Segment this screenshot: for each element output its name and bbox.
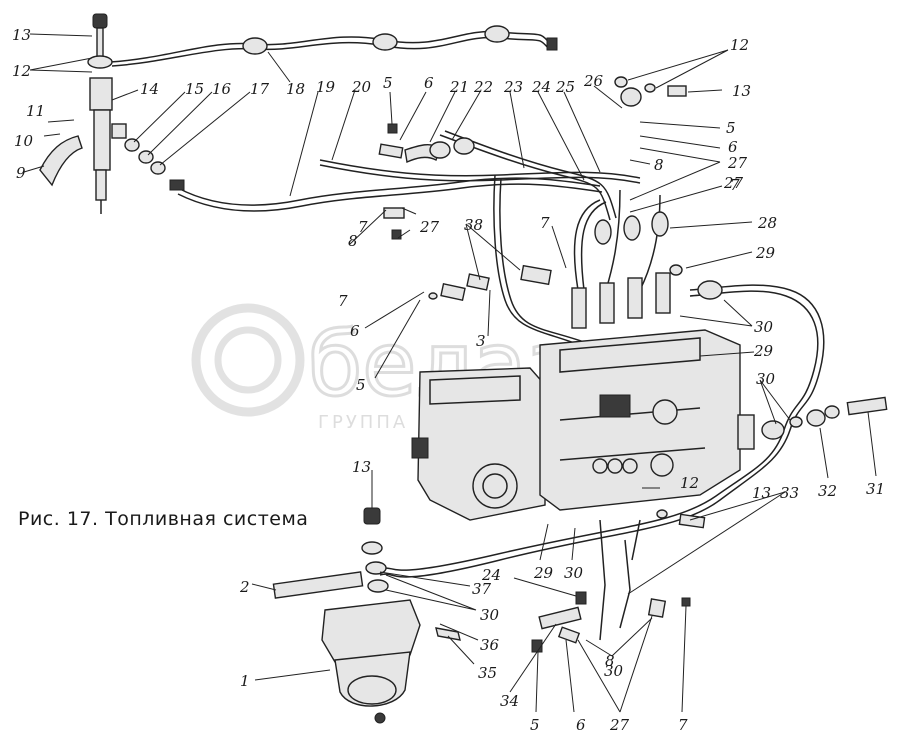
part-label: 7 <box>730 176 740 194</box>
part-label: 25 <box>555 78 575 96</box>
part-label: 7 <box>540 214 550 232</box>
part-label: 8 <box>654 156 664 174</box>
part-label: 21 <box>449 78 469 96</box>
part-label: 6 <box>350 322 360 340</box>
part-label: 18 <box>286 80 305 98</box>
part-label: 15 <box>185 80 204 98</box>
injection-pump <box>411 211 755 521</box>
injector <box>39 13 185 214</box>
part-label: 7 <box>338 292 348 310</box>
part-label: 5 <box>356 376 366 394</box>
part-label: 30 <box>754 318 774 336</box>
part-label: 30 <box>564 564 584 582</box>
part-label: 27 <box>723 174 744 192</box>
part-label: 29 <box>533 564 554 582</box>
part-label: 12 <box>12 62 31 80</box>
part-labels: 1 2 3 5 5 5 5 6 6 6 6 7 7 7 7 7 8 8 8 9 … <box>12 26 885 734</box>
part-label: 27 <box>419 218 440 236</box>
part-label: 29 <box>755 244 776 262</box>
part-label: 38 <box>464 216 483 234</box>
leader-lines <box>23 33 877 713</box>
part-label: 9 <box>16 164 26 182</box>
part-label: 30 <box>480 606 500 624</box>
part-label: 13 <box>752 484 771 502</box>
part-label: 12 <box>680 474 699 492</box>
part-label: 11 <box>26 102 45 120</box>
part-label: 24 <box>481 566 501 584</box>
part-label: 27 <box>727 154 748 172</box>
part-label: 23 <box>503 78 523 96</box>
part-label: 26 <box>583 72 604 90</box>
part-label: 27 <box>609 716 630 734</box>
part-label: 6 <box>424 74 434 92</box>
part-label: 24 <box>531 78 551 96</box>
part-label: 13 <box>732 82 751 100</box>
part-label: 19 <box>316 78 336 96</box>
part-label: 13 <box>12 26 31 44</box>
part-label: 14 <box>140 80 159 98</box>
part-label: 16 <box>212 80 232 98</box>
part-label: 35 <box>478 664 497 682</box>
part-label: 5 <box>726 119 736 137</box>
part-label: 5 <box>383 74 393 92</box>
part-label: 8 <box>348 232 358 250</box>
part-label: 32 <box>818 482 837 500</box>
part-label: 7 <box>358 218 368 236</box>
part-label: 31 <box>866 480 885 498</box>
part-label: 30 <box>756 370 776 388</box>
part-label: 22 <box>473 78 493 96</box>
part-label: 36 <box>480 636 500 654</box>
part-label: 2 <box>239 578 250 596</box>
part-label: 8 <box>605 652 615 670</box>
part-label: 30 <box>604 662 624 680</box>
part-label: 20 <box>351 78 372 96</box>
part-label: 6 <box>728 138 738 156</box>
part-label: 5 <box>530 716 540 734</box>
fuel-filter <box>272 507 461 724</box>
part-label: 13 <box>352 458 371 476</box>
part-label: 37 <box>472 580 492 598</box>
part-label: 3 <box>476 332 486 350</box>
part-label: 1 <box>240 672 250 690</box>
part-label: 10 <box>14 132 34 150</box>
part-label: 34 <box>500 692 519 710</box>
part-label: 28 <box>757 214 777 232</box>
figure-caption: Рис. 17. Топливная система <box>18 508 309 530</box>
part-label: 17 <box>250 80 270 98</box>
part-label: 7 <box>678 716 688 734</box>
part-label: 29 <box>753 342 774 360</box>
part-label: 12 <box>730 36 749 54</box>
hardware <box>378 76 888 653</box>
part-label: 6 <box>576 716 586 734</box>
part-label: 33 <box>780 484 799 502</box>
